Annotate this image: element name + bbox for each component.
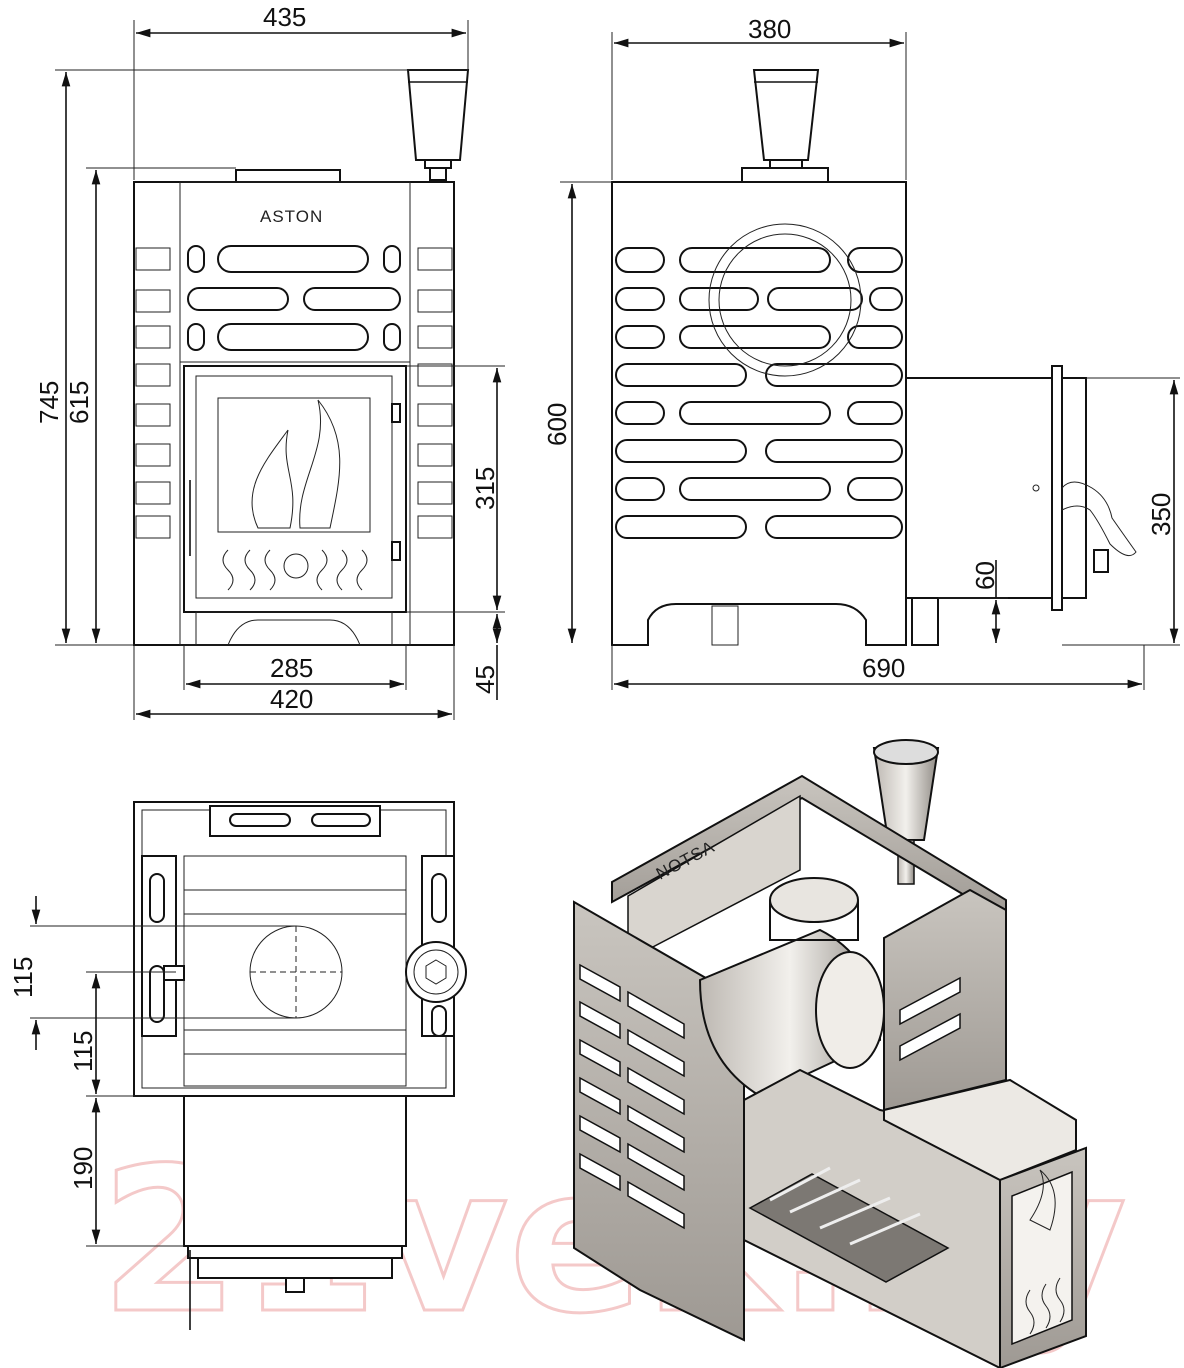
door-handle-icon <box>1061 481 1137 557</box>
dim-tunnel-350: 350 <box>1146 493 1176 536</box>
side-view <box>611 69 1137 646</box>
dim-leg-45: 45 <box>470 665 500 694</box>
top-tunnel <box>183 1095 407 1247</box>
side-dimensions: 380 600 350 60 690 <box>542 14 1180 690</box>
side-chimney-cup <box>752 69 820 161</box>
dim-offset-60: 60 <box>970 561 1000 590</box>
dim-width-285: 285 <box>270 653 313 683</box>
dim-width-380: 380 <box>748 14 791 44</box>
dim-width-435: 435 <box>263 2 306 32</box>
isometric-cutaway: NOTSA <box>573 739 1087 1368</box>
firebox-door <box>183 365 407 613</box>
front-view: ASTON <box>133 69 470 646</box>
dim-height-615: 615 <box>64 381 94 424</box>
top-body <box>133 801 455 1097</box>
dim-depth-690: 690 <box>862 653 905 683</box>
dim-height-745: 745 <box>34 381 64 424</box>
top-view <box>133 801 467 1330</box>
top-dimensions: 115 115 190 <box>8 896 296 1247</box>
chimney-cup <box>406 69 470 161</box>
dim-offset-115-a: 115 <box>8 957 38 998</box>
flame-icon <box>251 429 294 529</box>
dim-height-600: 600 <box>542 403 572 446</box>
brand-logo: ASTON <box>260 207 323 226</box>
dim-width-420: 420 <box>270 684 313 714</box>
dim-tunnel-190: 190 <box>68 1147 98 1190</box>
dim-door-315: 315 <box>470 467 500 510</box>
dim-offset-115-b: 115 <box>68 1031 98 1072</box>
front-dimensions: 435 745 615 315 285 420 45 <box>34 2 505 720</box>
